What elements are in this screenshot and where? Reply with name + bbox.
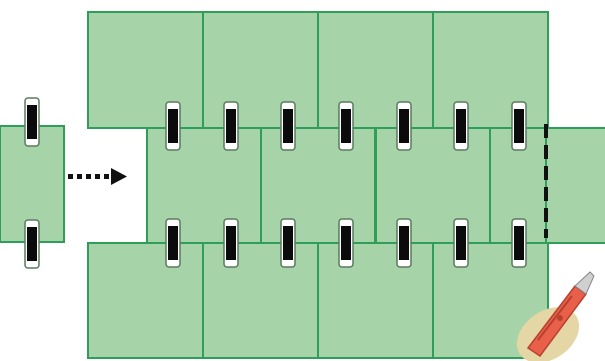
clip-bar xyxy=(168,109,178,143)
clip xyxy=(223,218,239,268)
clip xyxy=(165,101,181,151)
bottom-panel xyxy=(87,242,204,359)
middle-panel xyxy=(146,127,262,244)
clip xyxy=(511,101,527,151)
extension-panel xyxy=(545,127,605,244)
clip xyxy=(511,218,527,268)
clip xyxy=(24,219,40,269)
arrow-dot xyxy=(104,174,109,179)
knife-screw xyxy=(557,315,563,321)
clip xyxy=(280,218,296,268)
arrow-dot xyxy=(95,174,100,179)
clip xyxy=(453,101,469,151)
bottom-panel xyxy=(202,242,319,359)
middle-panel xyxy=(375,127,491,244)
clip-bar xyxy=(341,109,351,143)
clip-bar xyxy=(27,105,37,139)
arrow-dot xyxy=(86,174,91,179)
knife-groove xyxy=(537,295,573,341)
bottom-panel xyxy=(317,242,434,359)
arrow-dot xyxy=(77,174,82,179)
clip-bar xyxy=(399,226,409,260)
clip xyxy=(338,218,354,268)
top-panel xyxy=(432,11,549,129)
middle-row-panels xyxy=(146,127,605,244)
clip-bar xyxy=(341,226,351,260)
clip xyxy=(165,218,181,268)
arrow-dot xyxy=(68,174,73,179)
top-row-panels xyxy=(87,11,549,129)
clip xyxy=(453,218,469,268)
clip-bar xyxy=(168,226,178,260)
clip xyxy=(396,101,412,151)
clip xyxy=(396,218,412,268)
right-extension-panel xyxy=(545,127,605,244)
clip xyxy=(24,97,40,147)
utility-knife-icon xyxy=(516,271,595,361)
panel-clips xyxy=(24,97,527,269)
clip-bar xyxy=(226,109,236,143)
clip-bar xyxy=(514,226,524,260)
knife-blade xyxy=(574,271,595,295)
clip-bar xyxy=(456,226,466,260)
bottom-row-panels xyxy=(87,242,549,359)
clip-bar xyxy=(514,109,524,143)
top-panel xyxy=(87,11,204,129)
clip-bar xyxy=(399,109,409,143)
clip xyxy=(280,101,296,151)
dotted-arrow-icon xyxy=(68,168,127,185)
top-panel xyxy=(202,11,319,129)
top-panel xyxy=(317,11,434,129)
clip-bar xyxy=(27,227,37,261)
clip-bar xyxy=(226,226,236,260)
clip-bar xyxy=(283,226,293,260)
clip xyxy=(338,101,354,151)
clip xyxy=(223,101,239,151)
middle-panel xyxy=(260,127,376,244)
clip-bar xyxy=(283,109,293,143)
clip-bar xyxy=(456,109,466,143)
arrow-head xyxy=(111,168,127,185)
